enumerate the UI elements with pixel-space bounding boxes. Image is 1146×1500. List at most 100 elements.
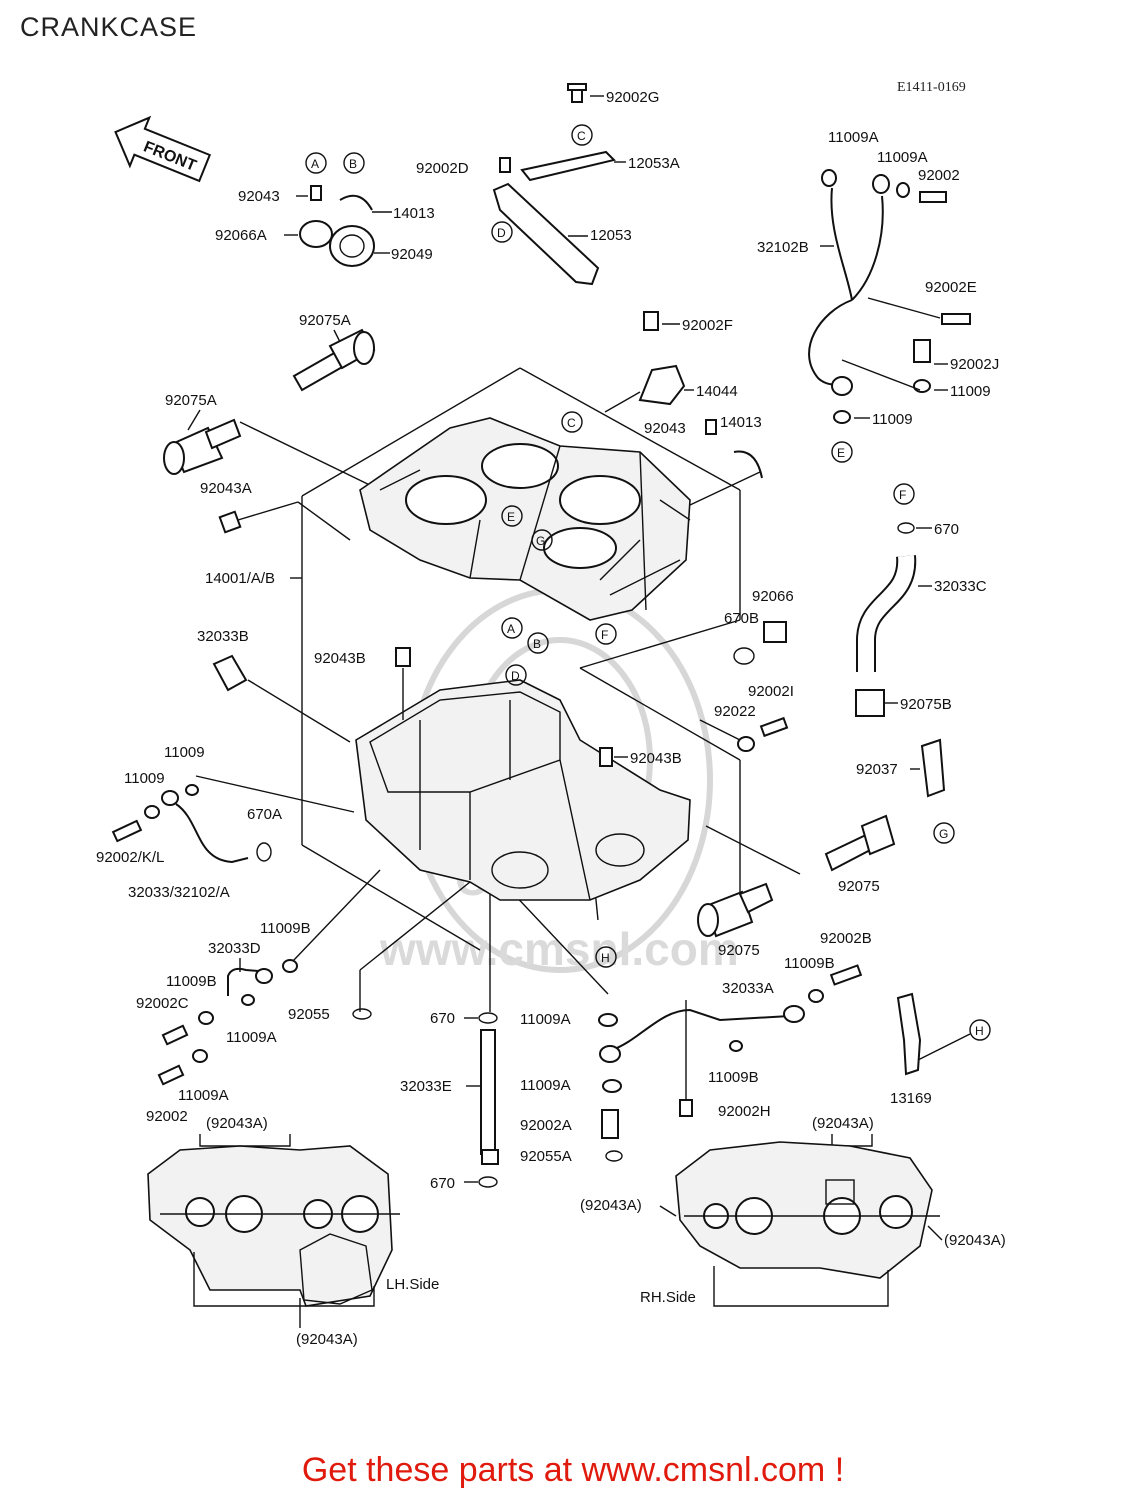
part-11009A-2: 11009A — [877, 149, 928, 166]
lower-crankcase: D — [355, 664, 691, 901]
label-92043A-lh-top: (92043A) — [206, 1115, 268, 1132]
page-title: CRANKCASE — [20, 12, 198, 42]
part-92002-bl: 92002 — [146, 1108, 188, 1125]
diagram-code: E1411-0169 — [897, 80, 966, 95]
part-92002H: 92002H — [718, 1103, 771, 1120]
part-14044: 14044 — [696, 383, 738, 400]
watermark-url: www.cmsnl.com — [379, 923, 739, 975]
ref-h-main: H — [601, 951, 610, 965]
ref-e-oil: E — [837, 446, 845, 460]
part-92037: 92037 — [856, 761, 898, 778]
part-92002-tr: 92002 — [918, 167, 960, 184]
bottom-right-pipe-group: 92002B 11009B 32033A 11009B 92002H H 131… — [599, 930, 991, 1120]
part-11009B-2: 11009B — [166, 973, 217, 990]
part-92002G: 92002G — [606, 89, 659, 106]
part-11009A-c2: 11009A — [520, 1077, 571, 1094]
part-11009-l1: 11009 — [164, 744, 205, 761]
label-92043A-rh-top: (92043A) — [812, 1115, 874, 1132]
part-32033B: 32033B — [197, 628, 249, 645]
part-14013-top: 14013 — [393, 205, 435, 222]
part-92002I: 92002I — [748, 683, 794, 700]
part-670-r: 670 — [934, 521, 959, 538]
part-92055: 92055 — [288, 1006, 330, 1023]
part-11009B-r: 11009B — [784, 955, 835, 972]
part-92075A-2: 92075A — [165, 392, 217, 409]
part-14001: 14001/A/B — [205, 570, 275, 587]
label-rh-side: RH.Side — [640, 1289, 696, 1306]
part-92049: 92049 — [391, 246, 433, 263]
part-92043-top: 92043 — [238, 188, 280, 205]
part-92002KL: 92002/K/L — [96, 849, 164, 866]
ref-g: G — [939, 827, 948, 841]
label-92043A-rh-left: (92043A) — [580, 1197, 642, 1214]
part-32033E: 32033E — [400, 1078, 452, 1095]
ref-a-top: A — [311, 157, 319, 171]
part-11009B-r2: 11009B — [708, 1069, 759, 1086]
part-11009B-1: 11009B — [260, 920, 311, 937]
part-92043B-1: 92043B — [314, 650, 366, 667]
ref-d-top: D — [497, 226, 506, 240]
part-11009A-l2: 11009A — [178, 1087, 229, 1104]
ref-g-upper: G — [536, 534, 545, 548]
part-11009-r2: 11009 — [872, 411, 913, 428]
part-11009A-1: 11009A — [828, 129, 879, 146]
ref-f-pipe: F — [899, 488, 906, 502]
ref-h-right: H — [975, 1024, 984, 1038]
part-12053: 12053 — [590, 227, 632, 244]
part-12053A: 12053A — [628, 155, 680, 172]
part-11009-r1: 11009 — [950, 383, 991, 400]
center-pipe-group: 670 32033E 670 11009A 11009A 92002A 9205… — [400, 1010, 623, 1192]
part-92002F: 92002F — [682, 317, 733, 334]
part-92002A: 92002A — [520, 1117, 572, 1134]
part-670B: 670B — [724, 610, 759, 627]
part-32033C: 32033C — [934, 578, 987, 595]
part-92075-r: 92075 — [838, 878, 880, 895]
right-side-parts: F 670 32033C 92075B 92066 670B 92002I 92… — [595, 483, 987, 968]
ref-d-lower: D — [511, 669, 520, 683]
part-14013-mid: 14013 — [720, 414, 762, 431]
part-92002E: 92002E — [925, 279, 977, 296]
part-11009A-c1: 11009A — [520, 1011, 571, 1028]
part-92002B: 92002B — [820, 930, 872, 947]
label-lh-side: LH.Side — [386, 1276, 439, 1293]
ref-f-upper: F — [601, 628, 608, 642]
footer-link[interactable]: Get these parts at www.cmsnl.com ! — [301, 1451, 845, 1489]
ref-c-top: C — [577, 129, 586, 143]
lower-left-parts: 32033B 92043B 11009 11009 92002/K/L 3203… — [96, 628, 411, 901]
ref-b-upper: B — [533, 637, 541, 651]
rh-side-view: (92043A) RH.Side (92043A) (92043A) — [580, 1115, 1006, 1307]
upper-right-parts: 92002F 14044 92043 14013 — [638, 311, 763, 479]
bottom-left-pipe-group: 11009B 32033D 11009B 92002C 11009A 11009… — [136, 920, 372, 1125]
part-13169: 13169 — [890, 1090, 932, 1107]
ref-c-upper: C — [567, 416, 576, 430]
bracket-group: 92002G C 12053A 92002D 12053 D — [416, 83, 680, 286]
part-92002C: 92002C — [136, 995, 189, 1012]
part-92075A-1: 92075A — [299, 312, 351, 329]
label-92043A-rh-right: (92043A) — [944, 1232, 1006, 1249]
part-92075B: 92075B — [900, 696, 952, 713]
part-670-c2: 670 — [430, 1175, 455, 1192]
leader-lines — [195, 367, 801, 1105]
part-32102B: 32102B — [757, 239, 809, 256]
part-670A: 670A — [247, 806, 282, 823]
ref-a-upper: A — [507, 622, 515, 636]
part-92002J: 92002J — [950, 356, 999, 373]
crankcase-diagram: CMS www.cmsnl.com FRONT 92002G C 12053A … — [96, 83, 1006, 1348]
part-92043A: 92043A — [200, 480, 252, 497]
part-32033-32102A: 32033/32102/A — [128, 884, 230, 901]
top-left-parts: A B 92043 14013 92066A 92049 — [215, 152, 435, 267]
part-92066: 92066 — [752, 588, 794, 605]
part-11009-l2: 11009 — [124, 770, 165, 787]
part-92075-c: 92075 — [718, 942, 760, 959]
part-92022: 92022 — [714, 703, 756, 720]
part-92002D: 92002D — [416, 160, 469, 177]
part-92043B-2: 92043B — [630, 750, 682, 767]
ref-e-upper: E — [507, 510, 515, 524]
lh-side-view: (92043A) LH.Side (92043A) — [147, 1115, 439, 1348]
part-92066A: 92066A — [215, 227, 267, 244]
part-32033D: 32033D — [208, 940, 261, 957]
part-92043-mid: 92043 — [644, 420, 686, 437]
part-670-c1: 670 — [430, 1010, 455, 1027]
part-92055A: 92055A — [520, 1148, 572, 1165]
part-32033A: 32033A — [722, 980, 774, 997]
